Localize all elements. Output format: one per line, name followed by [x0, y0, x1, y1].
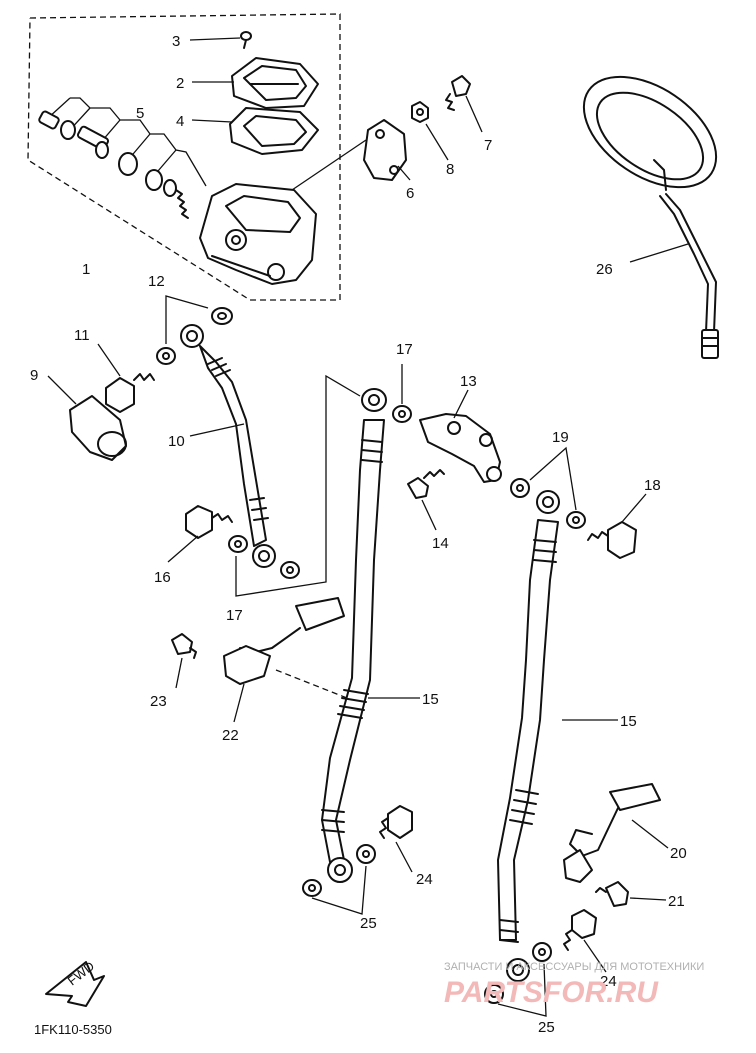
- part-17-washers-left[interactable]: [228, 374, 361, 597]
- part-7-bolt[interactable]: [445, 75, 483, 133]
- callout-23: 23: [150, 693, 167, 710]
- callout-17-right: 17: [396, 341, 413, 358]
- part-11-union-bolt[interactable]: [97, 343, 155, 413]
- callout-25-left: 25: [360, 915, 377, 932]
- callout-14: 14: [432, 535, 449, 552]
- part-26-mirror[interactable]: [564, 54, 736, 359]
- part-6-holder[interactable]: [363, 119, 411, 181]
- callout-12: 12: [148, 273, 165, 290]
- part-10-upper-hose[interactable]: [180, 324, 276, 568]
- part-18-bolt[interactable]: [587, 493, 647, 559]
- part-19-washers[interactable]: [510, 446, 586, 529]
- part-24-bolt-left[interactable]: [379, 805, 413, 873]
- part-20-bracket[interactable]: [563, 783, 669, 883]
- callout-25-right: 25: [538, 1019, 555, 1036]
- callout-7: 7: [484, 137, 492, 154]
- callout-17-left: 17: [226, 607, 243, 624]
- callout-10: 10: [168, 433, 185, 450]
- part-25-washers-right[interactable]: [484, 942, 552, 1017]
- callout-24-right: 24: [600, 973, 617, 990]
- callout-16: 16: [154, 569, 171, 586]
- callout-8: 8: [446, 161, 454, 178]
- part-8-nut[interactable]: [411, 101, 449, 161]
- part-25-washers-left[interactable]: [302, 844, 376, 915]
- watermark-logo: PARTSFOR.RU: [444, 976, 659, 1009]
- callout-18: 18: [644, 477, 661, 494]
- master-cylinder-group: [27, 13, 341, 301]
- callout-9: 9: [30, 367, 38, 384]
- part-5-piston-kit[interactable]: [38, 97, 207, 219]
- callout-11: 11: [74, 327, 90, 344]
- part-3-screw[interactable]: [189, 31, 252, 49]
- callout-2: 2: [176, 75, 184, 92]
- fwd-arrow-icon: FWD: [45, 958, 105, 1007]
- part-15-left-hose[interactable]: [275, 388, 420, 883]
- callout-6: 6: [406, 185, 414, 202]
- part-4-diaphragm[interactable]: [191, 107, 319, 155]
- part-24-bolt-right[interactable]: [563, 909, 607, 973]
- part-22-bracket[interactable]: [223, 597, 345, 723]
- callout-1: 1: [82, 261, 90, 278]
- part-12-washer[interactable]: [156, 295, 233, 365]
- part-21-bolt[interactable]: [595, 881, 667, 907]
- callout-15-left: 15: [422, 691, 439, 708]
- watermark-tagline: ЗАПЧАСТИ И АКСЕССУАРЫ ДЛЯ МОТОТЕХНИКИ: [444, 961, 704, 973]
- part-23-bolt[interactable]: [171, 633, 197, 689]
- callout-15-right: 15: [620, 713, 637, 730]
- part-17-washer-right[interactable]: [392, 364, 412, 423]
- part-1-master-cylinder[interactable]: [199, 139, 367, 285]
- callout-19: 19: [552, 429, 569, 446]
- callout-13: 13: [460, 373, 477, 390]
- callout-3: 3: [172, 33, 180, 50]
- callout-22: 22: [222, 727, 239, 744]
- part-16-union-bolt[interactable]: [167, 505, 233, 563]
- callout-4: 4: [176, 113, 184, 130]
- part-9-cover[interactable]: [47, 375, 127, 461]
- callout-20: 20: [670, 845, 687, 862]
- callout-5: 5: [136, 105, 144, 122]
- part-15-right-hose[interactable]: [497, 490, 618, 982]
- diagram-code: 1FK110-5350: [34, 1022, 112, 1037]
- part-14-bolt[interactable]: [407, 469, 445, 531]
- callout-24-left: 24: [416, 871, 433, 888]
- part-2-reservoir-cap[interactable]: [192, 57, 319, 109]
- part-13-joint[interactable]: [419, 389, 502, 483]
- callout-21: 21: [668, 893, 685, 910]
- callout-26: 26: [596, 261, 613, 278]
- assembly-boundary: [27, 13, 341, 301]
